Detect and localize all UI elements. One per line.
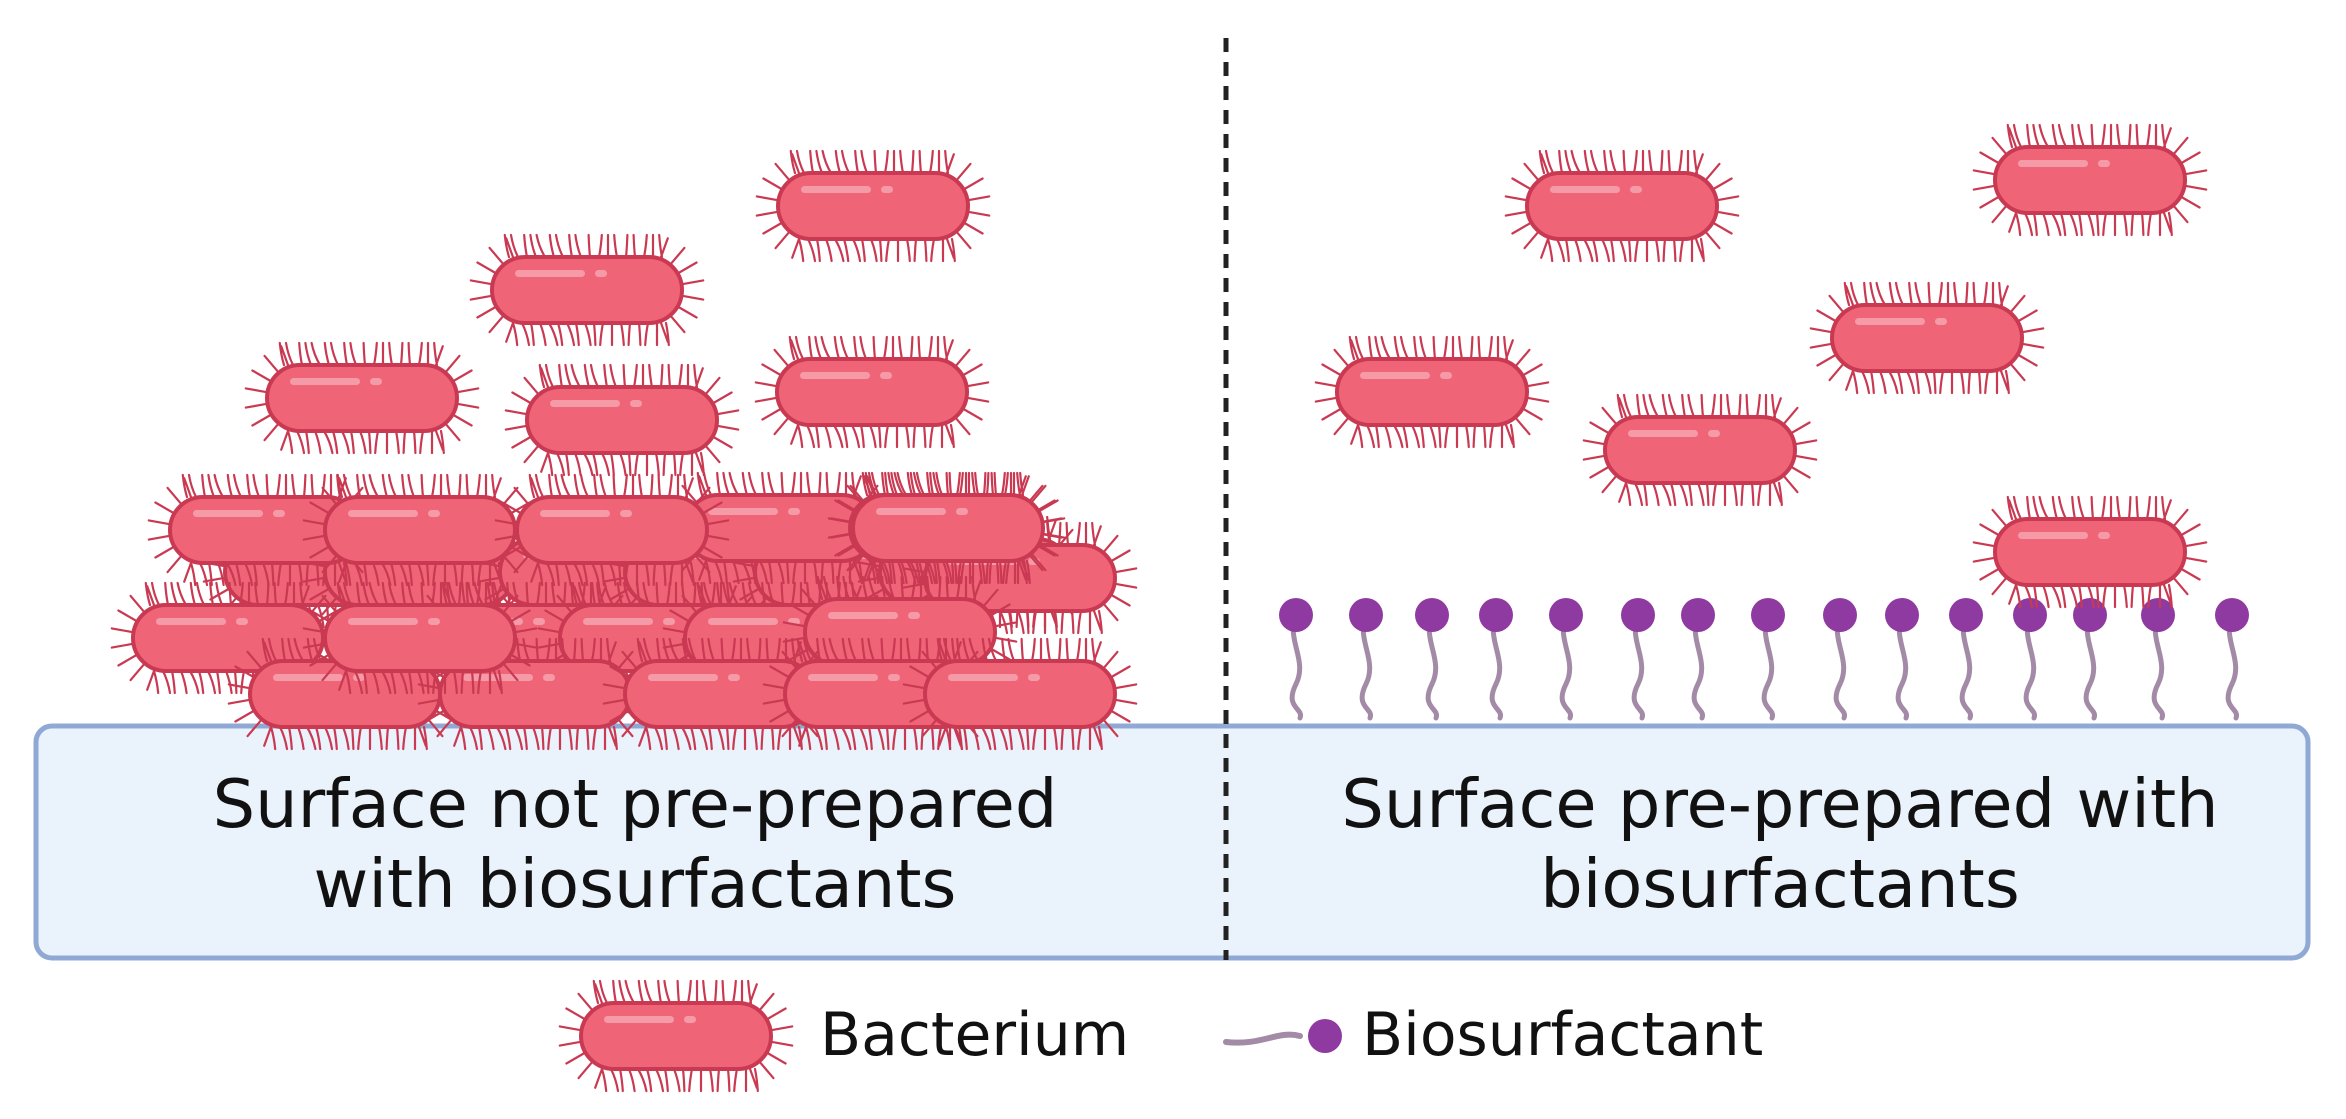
biosurfactant-molecule bbox=[1751, 598, 1785, 721]
bacterium-icon bbox=[1503, 149, 1741, 263]
biosurfactant-molecule bbox=[1681, 598, 1715, 721]
biosurfactant-molecule bbox=[1349, 598, 1383, 721]
biosurfactant-molecule bbox=[1479, 598, 1513, 721]
left-label-line-2: with biosurfactants bbox=[313, 845, 957, 923]
biosurfactant-molecule bbox=[2215, 598, 2249, 721]
biosurfactant-molecule bbox=[2013, 598, 2047, 721]
biosurfactant-molecule bbox=[1823, 598, 1857, 721]
bacterium-icon bbox=[557, 979, 795, 1093]
bacterium-icon bbox=[243, 341, 481, 455]
bacterium-icon bbox=[557, 979, 795, 1093]
biosurfactant-molecule bbox=[2073, 598, 2107, 721]
left-label-line-1: Surface not pre-prepared bbox=[212, 765, 1058, 843]
bacterium-icon bbox=[753, 335, 991, 449]
biosurfactant-molecule bbox=[1415, 598, 1449, 721]
bacterium-icon bbox=[1313, 335, 1551, 449]
biosurfactant-molecule bbox=[1621, 598, 1655, 721]
biosurfactant-icon bbox=[1223, 1019, 1342, 1053]
biosurfactant-molecule bbox=[1549, 598, 1583, 721]
right-panel-label: Surface pre-prepared with biosurfactants bbox=[1250, 764, 2310, 924]
biosurfactant-layer bbox=[1279, 598, 2249, 721]
left-panel-label: Surface not pre-prepared with biosurfact… bbox=[100, 764, 1170, 924]
bacterium-icon bbox=[468, 233, 706, 347]
legend-biosurfactant-label: Biosurfactant bbox=[1362, 1000, 1764, 1070]
bacterium-icon bbox=[1971, 495, 2209, 609]
surface-box bbox=[33, 723, 2311, 961]
bacterium-icon bbox=[503, 363, 741, 477]
bacterium-icon bbox=[754, 149, 992, 263]
bacterium-icon bbox=[1808, 281, 2046, 395]
bacteria-scattered-right bbox=[1313, 123, 2209, 609]
biosurfactant-molecule bbox=[1949, 598, 1983, 721]
biosurfactant-molecule bbox=[1279, 598, 1313, 721]
right-label-line-2: biosurfactants bbox=[1540, 845, 2020, 923]
bacteria-cluster-left bbox=[109, 149, 1139, 751]
biosurfactant-molecule bbox=[1885, 598, 1919, 721]
bacterium-icon bbox=[1971, 123, 2209, 237]
legend-bacterium-label: Bacterium bbox=[820, 1000, 1130, 1070]
right-label-line-1: Surface pre-prepared with bbox=[1341, 765, 2219, 843]
biosurfactant-molecule bbox=[2141, 598, 2175, 721]
bacterium-icon bbox=[1581, 393, 1819, 507]
